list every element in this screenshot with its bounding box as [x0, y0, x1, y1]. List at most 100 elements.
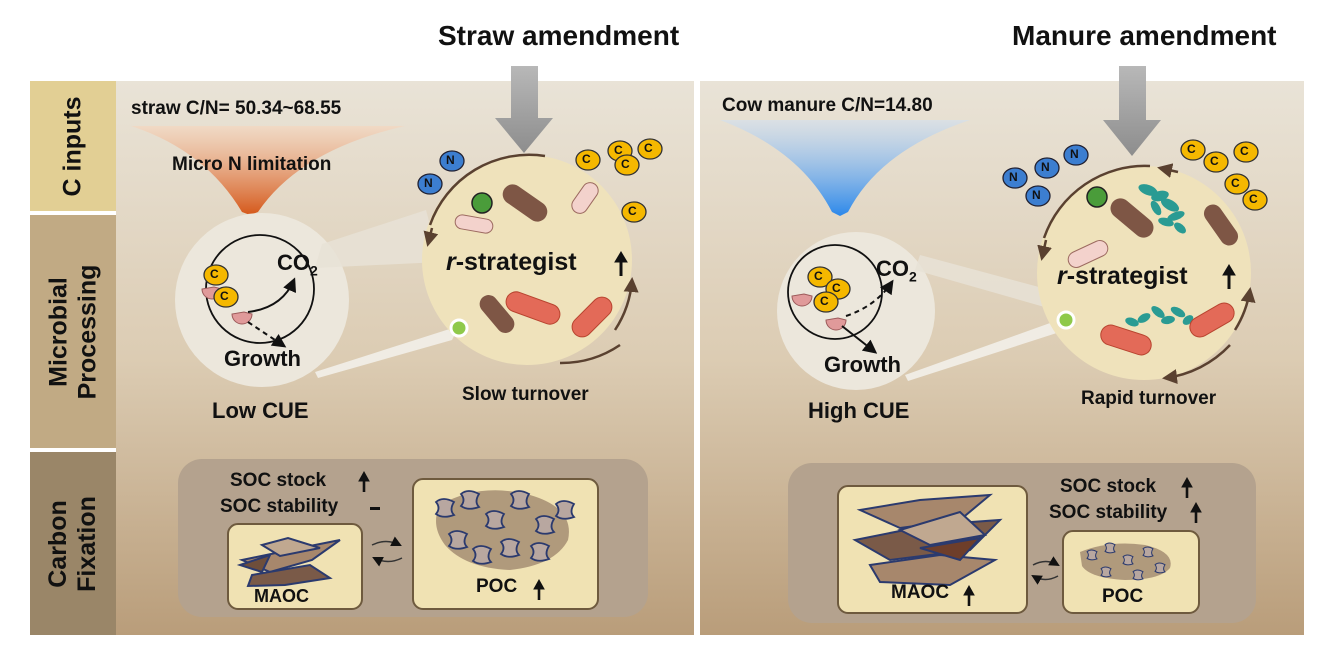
turnover-label-right: Rapid turnover — [1081, 388, 1217, 409]
carbon-line-2: Fixation — [73, 495, 101, 592]
cycle-arrowhead-right-2 — [1037, 239, 1052, 261]
co2-sub-right: 2 — [909, 268, 917, 285]
maoc-aggregate-left — [236, 536, 341, 588]
carbon-badge-letter-14: C — [1231, 176, 1240, 190]
cycle-arc-right-3 — [1162, 344, 1231, 384]
carbon-badge-letter-9: C — [832, 281, 841, 295]
maoc-label-left: MAOC — [254, 586, 309, 606]
turnover-label-left: Slow turnover — [462, 384, 589, 405]
soc-stock-left: SOC stock — [230, 470, 327, 491]
carbon-badge-letter-4: C — [614, 143, 623, 157]
carbon-badge-letter-1: C — [210, 267, 219, 281]
manure-funnel — [720, 120, 970, 216]
soc-stock-right: SOC stock — [1060, 476, 1157, 497]
nitrogen-badge-letter-6: N — [1032, 188, 1041, 202]
microbe-red-right-2 — [1189, 302, 1235, 338]
microbe-brown-left-1 — [502, 184, 548, 222]
microbe-pink-left-1 — [571, 182, 599, 214]
poc-label-left: POC — [476, 576, 518, 597]
zoom-beam-left — [315, 210, 440, 268]
microbe-zoom-dot-right — [1056, 310, 1076, 330]
up-arrows — [358, 251, 1236, 606]
nitrogen-badge-letter-1: N — [446, 153, 455, 167]
maoc-label-right: MAOC — [891, 582, 950, 603]
poc-particles-left — [435, 490, 575, 570]
carbon-band — [30, 452, 116, 635]
microbe-green-left — [471, 192, 493, 214]
zoom-line-right — [905, 318, 1066, 381]
carbon-line-1: Carbon — [44, 499, 72, 588]
cycle-arc-left-1 — [428, 153, 546, 226]
co2-arrow-right — [845, 279, 894, 317]
straw-cn-ratio: straw C/N= 50.34~68.55 — [131, 98, 342, 119]
teal-cluster-right-bottom — [1125, 306, 1194, 327]
strategist-r-right: r — [1057, 262, 1067, 290]
microbial-line-2: Processing — [73, 264, 101, 399]
carbon-badge-letter-12: C — [1210, 154, 1219, 168]
heading-manure: Manure amendment — [1012, 20, 1277, 51]
manure-cn-ratio: Cow manure C/N=14.80 — [722, 95, 933, 116]
microbe-red-left-2 — [571, 296, 613, 338]
poc-particles-right — [1080, 542, 1171, 581]
cue-label-right: High CUE — [808, 398, 910, 423]
straw-input-arrow — [495, 66, 553, 153]
enzyme-left-2 — [231, 311, 253, 325]
enzyme-right-1 — [791, 293, 813, 307]
carbon-badge-letter-8: C — [814, 269, 823, 283]
co2-text-right: CO — [876, 256, 909, 281]
co2-text-left: CO — [277, 250, 310, 275]
maoc-aggregate-right — [852, 493, 1003, 587]
microbe-pink-left-2 — [454, 214, 494, 234]
zoom-beam-right — [915, 255, 1055, 310]
microbe-brown-right-1 — [1110, 198, 1154, 238]
straw-funnel — [131, 126, 405, 215]
cycle-arc-right-1 — [1042, 164, 1151, 239]
cycle-arrowhead-right-1 — [1157, 163, 1179, 178]
cycle-arrowhead-left-1 — [423, 227, 439, 247]
co2-label-left: CO2 — [277, 250, 318, 278]
cue-circle-left — [175, 213, 349, 387]
co2-label-right: CO2 — [876, 256, 917, 284]
microbe-red-left-1 — [505, 291, 561, 325]
heading-straw: Straw amendment — [438, 20, 680, 51]
strategist-label-left: r-strategist — [446, 248, 577, 277]
nitrogen-badge-letter-5: N — [1070, 147, 1079, 161]
carbon-badge-letter-6: C — [621, 157, 630, 171]
exchange-arrow-left-1 — [371, 536, 402, 546]
c-inputs-band — [30, 81, 116, 211]
microbe-green-right — [1086, 186, 1108, 208]
strategist-r-left: r — [446, 248, 456, 276]
teal-cluster-right-top — [1138, 184, 1186, 234]
microbe-red-right-1 — [1100, 324, 1152, 356]
soc-stability-right: SOC stability — [1049, 502, 1168, 523]
carbon-badge-letter-13: C — [1240, 144, 1249, 158]
row-label-c-inputs: C inputs — [30, 81, 116, 211]
zoom-line-left — [315, 326, 459, 378]
microbe-pink-right — [1067, 240, 1109, 268]
stability-minus-left — [370, 507, 380, 510]
carbon-badge-letter-5: C — [644, 141, 653, 155]
growth-arrow-right — [841, 325, 878, 354]
exchange-arrow-left-2 — [372, 557, 403, 567]
microbial-line-1: Microbial — [44, 276, 72, 387]
carbon-badge-letter-2: C — [220, 289, 229, 303]
growth-label-left: Growth — [224, 346, 301, 371]
nitrogen-badge-letter-3: N — [1009, 170, 1018, 184]
nitrogen-badge-letter-2: N — [424, 176, 433, 190]
row-label-c-inputs-text: C inputs — [58, 96, 87, 196]
microbial-band — [30, 215, 116, 448]
carbon-badge-letter-11: C — [1187, 142, 1196, 156]
growth-label-right: Growth — [824, 352, 901, 377]
cycle-arc-left-3 — [559, 343, 621, 365]
cycle-arc-right-2 — [1233, 287, 1256, 331]
strategist-rest-left: -strategist — [455, 248, 577, 276]
carbon-badge-letter-10: C — [820, 294, 829, 308]
co2-sub-left: 2 — [310, 262, 318, 279]
enzyme-right-2 — [825, 317, 847, 331]
poc-label-right: POC — [1102, 586, 1144, 607]
strategist-label-right: r-strategist — [1057, 262, 1188, 291]
manure-input-arrow — [1103, 66, 1161, 156]
exchange-arrow-right-2 — [1031, 574, 1059, 585]
